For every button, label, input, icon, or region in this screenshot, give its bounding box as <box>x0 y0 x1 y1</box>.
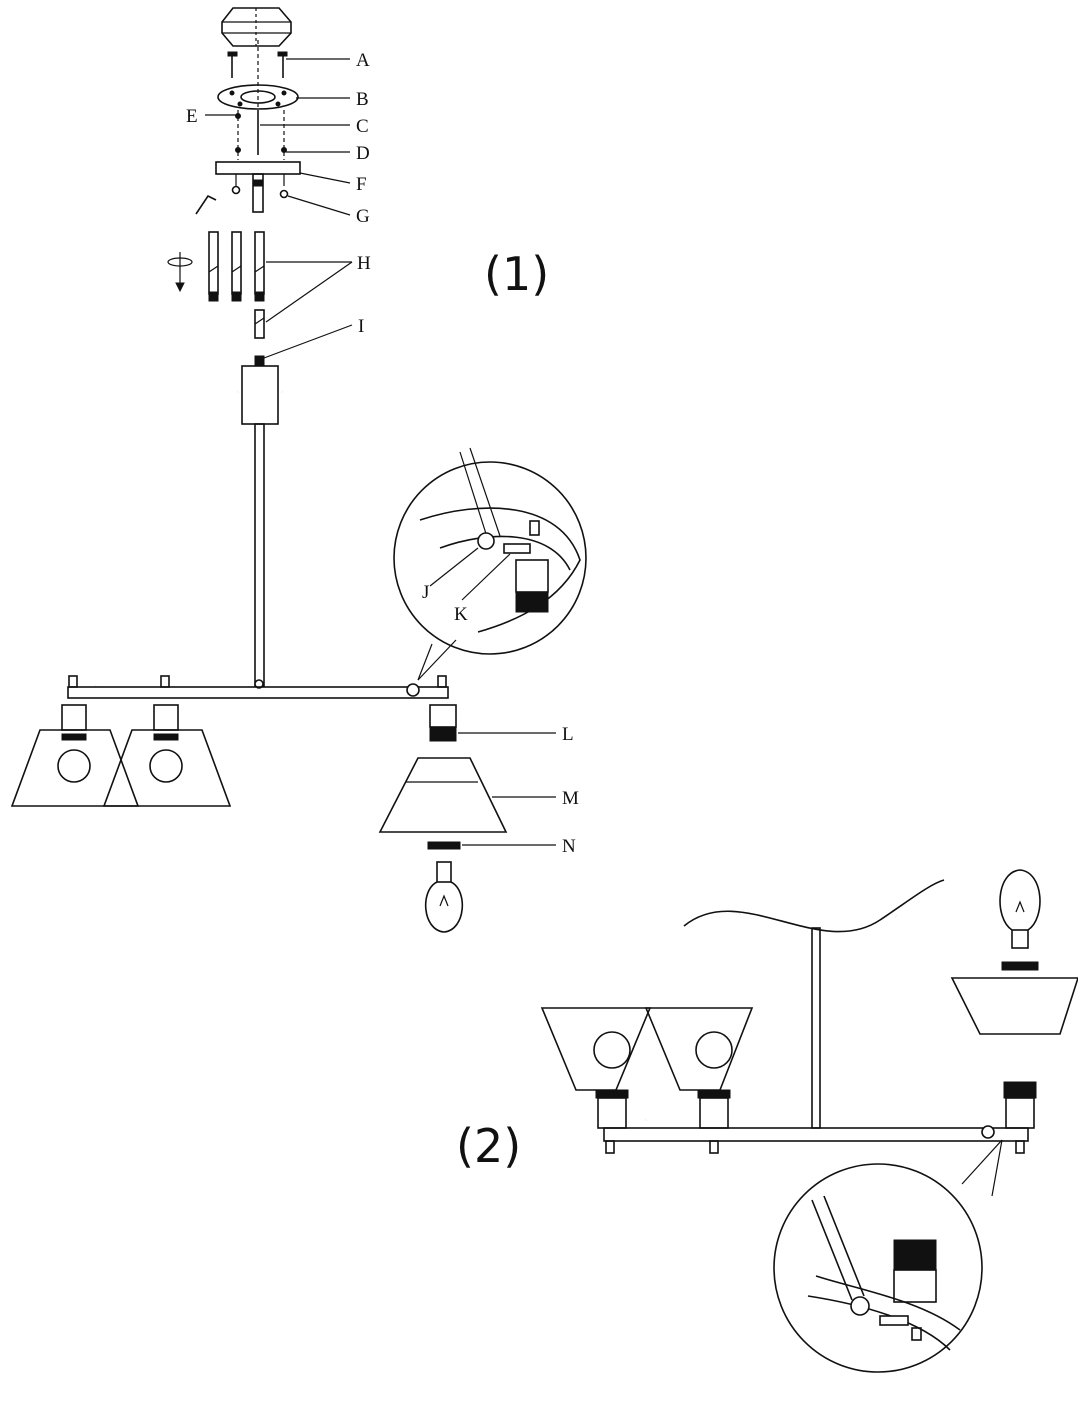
label-i: I <box>358 316 364 337</box>
label-n: N <box>562 836 576 857</box>
label-m: M <box>562 788 579 809</box>
bulb-step2 <box>999 869 1041 949</box>
ring-n <box>427 841 461 850</box>
canopy-f <box>215 161 301 213</box>
horizontal-bar <box>67 686 449 699</box>
leader-lines <box>205 58 556 846</box>
fixture-step2 <box>540 879 1078 1154</box>
screws-a <box>227 51 288 78</box>
label-g: G <box>356 206 370 227</box>
detail-callout-1 <box>393 447 587 681</box>
label-a: A <box>356 50 370 71</box>
downrods-h <box>208 231 265 339</box>
label-b: B <box>356 89 369 110</box>
bulb-step1 <box>424 861 464 933</box>
bar-posts <box>68 675 447 697</box>
ceiling-box <box>221 7 292 47</box>
step-1-label: (1) <box>484 247 549 301</box>
rotate-arrow <box>167 252 193 293</box>
label-c: C <box>356 116 369 137</box>
screws-e-d <box>235 110 287 160</box>
lamp-shade-left-1 <box>10 704 140 807</box>
socket-l <box>429 704 457 742</box>
shade-m <box>378 757 508 833</box>
label-h: H <box>357 253 371 274</box>
label-k: K <box>454 604 468 625</box>
center-hub <box>241 365 279 425</box>
label-l: L <box>562 724 574 745</box>
step-2-label: (2) <box>456 1119 521 1173</box>
connector-i <box>254 355 265 367</box>
label-j: J <box>422 582 429 603</box>
part-labels: A B E C D F G H I J K L M N <box>186 50 579 857</box>
hex-key-g <box>195 194 217 215</box>
frame-arms <box>92 390 420 689</box>
lamp-shade-left-2 <box>102 704 232 807</box>
label-f: F <box>356 174 367 195</box>
label-e: E <box>186 106 198 127</box>
label-d: D <box>356 143 370 164</box>
detail-callout-2 <box>773 1139 1003 1373</box>
